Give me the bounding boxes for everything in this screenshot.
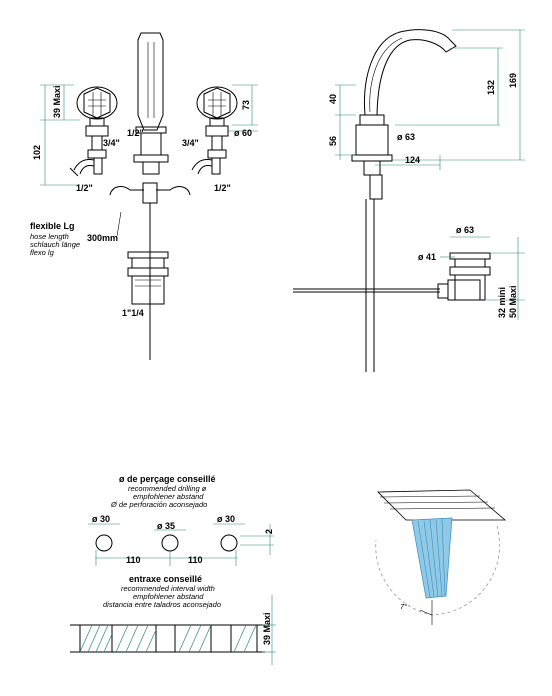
front-drain xyxy=(127,251,169,305)
interval-line-3: distancia entre taladros aconsejado xyxy=(103,600,221,609)
thread-left: 3/4" xyxy=(103,138,120,148)
spacing-left: 110 xyxy=(126,555,141,565)
dim-knob-top: 39 Maxi xyxy=(52,85,62,118)
front-left-valve xyxy=(69,86,118,177)
drain-dim-height-a: 32 mini xyxy=(497,287,507,318)
thread-right: 3/4" xyxy=(182,138,199,148)
hose-length: 300mm xyxy=(87,233,118,243)
front-spout xyxy=(133,32,169,175)
outlet-left: 1/2" xyxy=(76,183,93,193)
front-right-valve xyxy=(191,86,238,175)
hole-left-dim: ø 30 xyxy=(92,514,110,524)
hose-title: flexible Lg xyxy=(30,221,75,231)
dim-spout-height: 169 xyxy=(508,73,518,88)
dim-knob-height: 102 xyxy=(32,145,42,160)
front-tee-connector xyxy=(109,182,191,360)
interval-title: entraxe conseillé xyxy=(129,574,202,584)
drain-thread: 1"1/4 xyxy=(122,308,144,318)
drilling-title: ø de perçage conseillé xyxy=(119,474,216,484)
hose-line-1: hose length xyxy=(30,232,69,241)
side-view: 169 132 40 56 ø 63 124 xyxy=(293,29,525,372)
hose-line-2: schlauch länge xyxy=(30,240,80,249)
dim-escutcheon: ø 60 xyxy=(234,128,252,138)
dim-upper: 40 xyxy=(328,94,338,104)
dim-spout-deck: 73 xyxy=(241,100,251,110)
dim-spout-reach: 132 xyxy=(486,80,496,95)
hole-right-dim: ø 30 xyxy=(217,514,235,524)
front-dimensions xyxy=(40,84,258,186)
dim-projection: 124 xyxy=(405,155,420,165)
outlet-right: 1/2" xyxy=(214,183,231,193)
dim-lower: 56 xyxy=(328,136,338,146)
flow-angle: 7° xyxy=(400,602,407,611)
drilling-line-3: Ø de perforación aconsejado xyxy=(110,500,207,509)
thread-center: 1/2" xyxy=(127,128,144,138)
drilling-line-2: empfohlener abstand xyxy=(133,492,204,501)
spacing-right: 110 xyxy=(188,555,203,565)
drilling-template: ø de perçage conseillé recommended drill… xyxy=(70,474,276,665)
hole-right xyxy=(220,534,238,552)
drain-detail: ø 63 ø 41 32 mini 50 Maxi xyxy=(418,225,525,320)
flow-detail: 7° xyxy=(375,489,507,625)
dim-base: ø 63 xyxy=(397,132,415,142)
hose-line-3: flexo lg xyxy=(30,248,55,257)
hole-center-dim: ø 35 xyxy=(157,521,175,531)
front-view: 39 Maxi 102 73 ø 60 3/4" 3/4" 1/2" 1/2" … xyxy=(30,32,258,360)
drain-dim-top: ø 63 xyxy=(456,225,474,235)
drilling-line-1: recommended drilling ø xyxy=(128,484,207,493)
drain-dim-height-b: 50 Maxi xyxy=(508,285,518,318)
deck-max-dim: 39 Maxi xyxy=(262,612,272,645)
drain-dim-side: ø 41 xyxy=(418,252,436,262)
interval-line-1: recommended interval width xyxy=(121,584,215,593)
interval-line-2: empfohlener abstand xyxy=(133,592,204,601)
side-dimensions xyxy=(335,29,525,170)
thickness-dim: 2 xyxy=(264,529,274,534)
hole-left xyxy=(95,534,113,552)
side-spout xyxy=(293,29,481,372)
hole-center xyxy=(161,534,179,552)
deck-section xyxy=(70,595,276,665)
